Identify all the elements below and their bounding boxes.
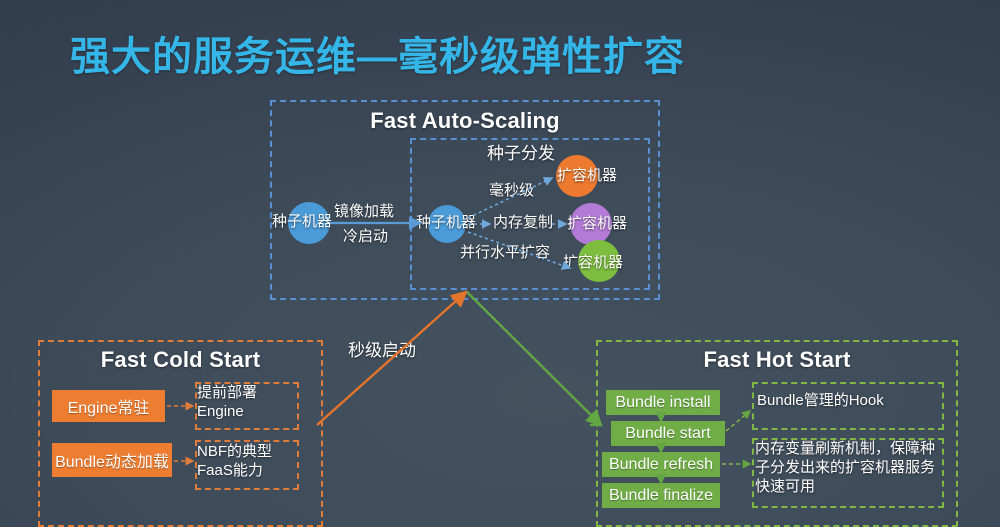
- fast-hot-start-title: Fast Hot Start: [703, 347, 851, 372]
- cold-start-note-1-line2: Engine: [197, 402, 244, 420]
- seed-distribution-panel: [410, 138, 650, 290]
- cold-start-note-box-2: [195, 440, 299, 490]
- hot-start-note-2-line1: 内存变量刷新机制，保障种: [755, 440, 936, 457]
- memory-copy-label: 内存复制: [493, 214, 554, 231]
- engine-resident-button[interactable]: Engine常驻: [52, 390, 165, 422]
- scaled-machine-circle-3: [578, 240, 620, 282]
- fast-cold-start-panel: Fast Cold Start: [38, 340, 323, 527]
- bundle-start-button[interactable]: Bundle start: [611, 421, 725, 446]
- hot-start-note-box-2: [752, 438, 944, 508]
- bundle-finalize-button[interactable]: Bundle finalize: [602, 483, 720, 508]
- cold-start-note-2-line1: NBF的典型: [197, 443, 273, 460]
- cold-start-note-2: NBF的典型 FaaS能力: [197, 443, 297, 481]
- cold-start-note-2-line2: FaaS能力: [197, 461, 263, 479]
- millisecond-label: 毫秒级: [489, 182, 535, 199]
- second-level-startup-label: 秒级启动: [348, 341, 416, 360]
- scaled-machine-label-1: 扩容机器: [557, 167, 618, 184]
- cold-start-note-1-line1: 提前部署: [197, 384, 258, 401]
- bundle-refresh-button[interactable]: Bundle refresh: [602, 452, 720, 477]
- image-load-label: 镜像加载: [334, 203, 395, 220]
- hot-start-note-2: 内存变量刷新机制，保障种 子分发出来的扩容机器服务 快速可用: [755, 440, 945, 496]
- cold-start-note-box-1: [195, 382, 299, 430]
- cold-start-note-1: 提前部署 Engine: [197, 384, 297, 422]
- parallel-scaling-label: 并行水平扩容: [460, 244, 551, 261]
- fast-cold-start-title: Fast Cold Start: [100, 347, 261, 372]
- scaled-machine-label-3: 扩容机器: [563, 254, 624, 271]
- hot-start-note-1: Bundle管理的Hook: [757, 392, 884, 409]
- fast-hot-start-panel: Fast Hot Start: [596, 340, 958, 527]
- page-title: 强大的服务运维—毫秒级弹性扩容: [70, 35, 685, 79]
- seed-distribution-heading: 种子分发: [487, 144, 555, 163]
- seed-machine-inner-circle: [428, 205, 466, 243]
- scaled-machine-label-2: 扩容机器: [567, 215, 628, 232]
- seed-machine-inner-label: 种子机器: [416, 214, 477, 231]
- cold-start-label: 冷启动: [343, 228, 389, 245]
- seed-machine-left-circle: [288, 202, 330, 244]
- hot-start-note-box-1: [752, 382, 944, 430]
- arrow-autoscaling-to-hot-start: [466, 291, 603, 427]
- bundle-install-button[interactable]: Bundle install: [606, 390, 720, 415]
- fast-auto-scaling-title: Fast Auto-Scaling: [370, 108, 560, 133]
- seed-machine-left-label: 种子机器: [272, 213, 333, 230]
- scaled-machine-circle-1: [556, 155, 598, 197]
- hot-start-note-2-line2: 子分发出来的扩容机器服务: [755, 458, 936, 476]
- bundle-dynamic-load-button[interactable]: Bundle动态加载: [52, 443, 172, 477]
- scaled-machine-circle-2: [570, 203, 612, 245]
- hot-start-note-2-line3: 快速可用: [755, 477, 816, 495]
